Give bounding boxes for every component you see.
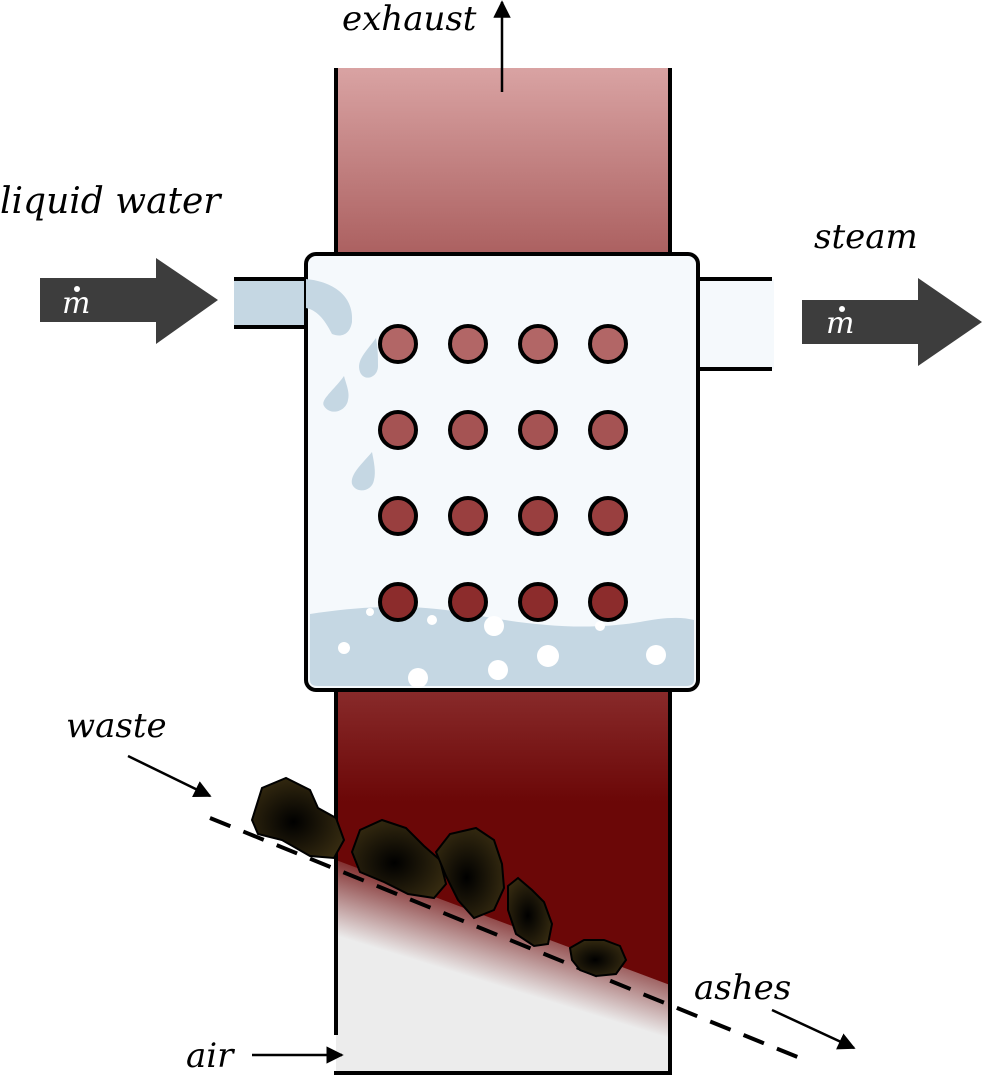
inlet-mass-flow-text: m [62, 286, 90, 321]
air-zone [336, 860, 670, 1075]
tube [588, 496, 628, 536]
tube [448, 496, 488, 536]
exhaust-stack [336, 68, 670, 260]
tube [448, 410, 488, 450]
water-inlet-pipe [234, 279, 314, 327]
tube [448, 582, 488, 622]
tube [518, 496, 558, 536]
tube [588, 410, 628, 450]
outlet-mass-flow-symbol: m [826, 306, 854, 341]
ashes-label: ashes [694, 968, 791, 1008]
steam-label: steam [814, 217, 918, 257]
water-drop [351, 452, 375, 491]
inlet-pipe-outline [234, 277, 306, 329]
steam-outlet-pipe [694, 279, 774, 369]
outlet-mass-flow-text: m [826, 306, 854, 341]
outlet-flow-arrow [802, 278, 982, 366]
tube [588, 324, 628, 364]
bubbles [338, 608, 666, 688]
tube [518, 582, 558, 622]
tube [588, 582, 628, 622]
water-pour [306, 279, 353, 336]
outlet-pipe-outline [698, 277, 772, 371]
water-drop [323, 376, 349, 412]
tube [378, 324, 418, 364]
liquid-water-label: liquid water [0, 181, 222, 222]
inlet-mass-flow-symbol: m [62, 286, 90, 321]
waste-pile [250, 776, 628, 978]
heat-exchanger-tubes [378, 324, 628, 622]
water-drop [359, 338, 378, 378]
inlet-flow-arrow [40, 258, 218, 344]
tube [378, 410, 418, 450]
waste-arrow [127, 754, 212, 798]
exhaust-label: exhaust [342, 0, 477, 39]
tube [518, 324, 558, 364]
air-label: air [186, 1036, 235, 1076]
waste-label: waste [66, 706, 167, 746]
tube [448, 324, 488, 364]
tube [378, 582, 418, 622]
tube [518, 410, 558, 450]
ashes-arrow [771, 1008, 856, 1050]
tube [378, 496, 418, 536]
